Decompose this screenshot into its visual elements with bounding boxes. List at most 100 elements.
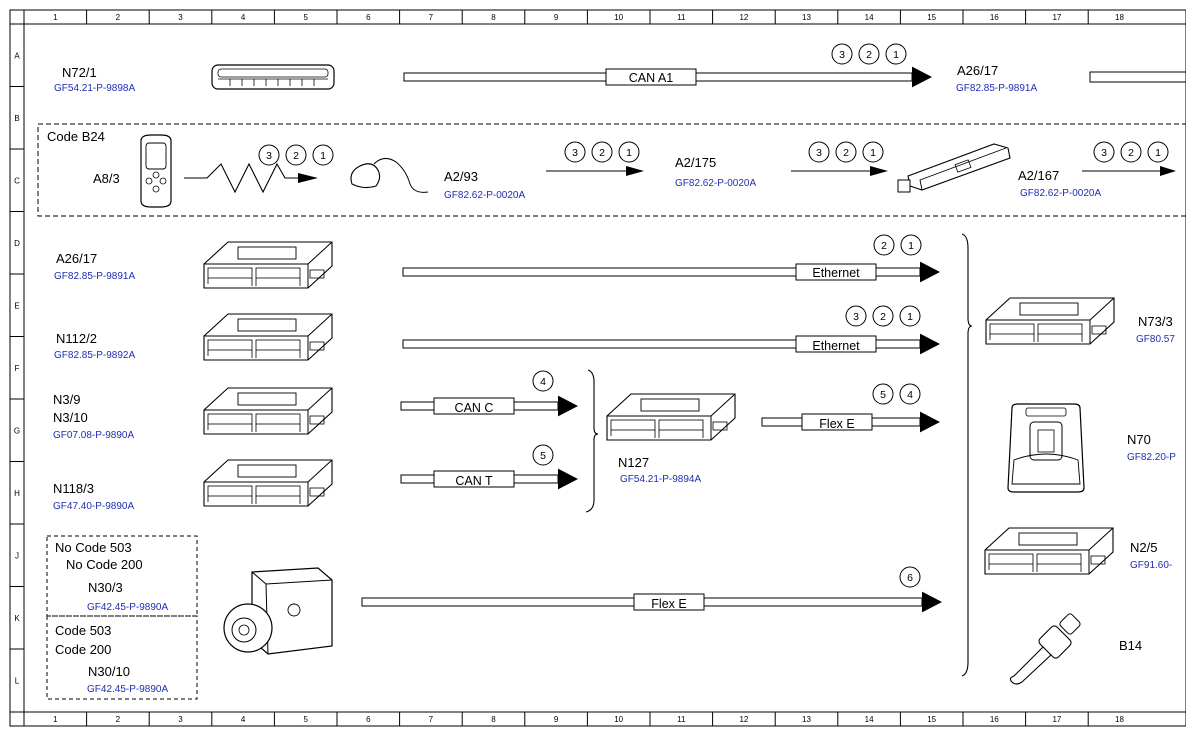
continuation-bus-line	[1089, 71, 1186, 83]
column-number: 16	[990, 715, 999, 724]
code-503-label: Code 503	[55, 623, 111, 638]
connection-circle	[532, 370, 554, 392]
column-number: 7	[429, 13, 434, 22]
column-number: 6	[366, 13, 371, 22]
connection-circle	[1093, 141, 1115, 163]
ethernet-e-label: Ethernet	[812, 339, 860, 353]
connection-circle	[885, 43, 907, 65]
connection-circle	[899, 383, 921, 405]
n70-code: N70	[1127, 432, 1151, 447]
a2-93-ref-link[interactable]: GF82.62-P-0020A	[444, 190, 525, 201]
n72-1-code: N72/1	[62, 65, 97, 80]
n3-10-code: N3/10	[53, 410, 88, 425]
column-number: 13	[802, 715, 811, 724]
connection-circle	[835, 141, 857, 163]
column-number: 11	[677, 715, 686, 724]
a2-167-ref-link[interactable]: GF82.62-P-0020A	[1020, 188, 1101, 199]
n2-5-ref-link[interactable]: GF91.60-	[1130, 560, 1172, 571]
connection-number: 4	[540, 376, 546, 388]
n118-3-ref-link[interactable]: GF47.40-P-9890A	[53, 501, 134, 512]
connection-number: 3	[1101, 147, 1107, 159]
connection-circle	[845, 305, 867, 327]
n73-3-ref-link[interactable]: GF80.57	[1136, 334, 1175, 345]
connection-circle	[899, 305, 921, 327]
n3-control-unit-icon	[203, 387, 333, 435]
connection-circle	[312, 144, 334, 166]
a26-17-code: A26/17	[56, 251, 97, 266]
row-letter: B	[14, 114, 19, 123]
connection-number: 1	[626, 147, 632, 159]
column-number: 10	[614, 13, 623, 22]
n127-ref-link[interactable]: GF54.21-P-9894A	[620, 474, 701, 485]
n73-3-code: N73/3	[1138, 314, 1173, 329]
connection-circle	[872, 383, 894, 405]
n112-2-ref-link[interactable]: GF82.85-P-9892A	[54, 350, 135, 361]
connection-circle	[1147, 141, 1169, 163]
row-letter: K	[14, 614, 20, 623]
code-200-label: Code 200	[55, 642, 111, 657]
code-b24-label: Code B24	[47, 129, 105, 144]
connection-circle	[564, 141, 586, 163]
b14-code: B14	[1119, 638, 1142, 653]
a26-17-control-unit-icon	[203, 241, 333, 289]
radio-signal-icon	[184, 162, 318, 194]
column-number: 4	[241, 13, 246, 22]
column-number: 3	[178, 13, 183, 22]
column-number: 18	[1115, 715, 1124, 724]
column-number: 5	[303, 13, 308, 22]
antenna-a2-167-icon	[897, 143, 1011, 193]
column-number: 2	[116, 13, 121, 22]
column-number: 9	[554, 715, 559, 724]
n72-1-ref-link[interactable]: GF54.21-P-9898A	[54, 83, 135, 94]
connection-number: 2	[293, 150, 299, 162]
column-number: 15	[927, 715, 936, 724]
column-number: 14	[865, 715, 874, 724]
row-letter: G	[14, 426, 20, 435]
a2-167-code: A2/167	[1018, 168, 1059, 183]
column-number: 10	[614, 715, 623, 724]
no-code-200-label: No Code 200	[66, 557, 143, 572]
connection-number: 3	[816, 147, 822, 159]
a2-175-ref-link[interactable]: GF82.62-P-0020A	[675, 178, 756, 189]
a2-93-code: A2/93	[444, 169, 478, 184]
column-number: 9	[554, 13, 559, 22]
n127-control-unit-icon	[606, 393, 736, 441]
connection-number: 1	[908, 240, 914, 252]
n30-10-ref-link[interactable]: GF42.45-P-9890A	[87, 684, 168, 695]
a26-17-top-ref-link[interactable]: GF82.85-P-9891A	[956, 83, 1037, 94]
connection-circle	[618, 141, 640, 163]
n3-ref-link[interactable]: GF07.08-P-9890A	[53, 430, 134, 441]
n70-ref-link[interactable]: GF82.20-P	[1127, 452, 1176, 463]
column-number: 4	[241, 715, 246, 724]
flex-e-bottom-bus-line: Flex E	[361, 591, 942, 613]
code-503-box	[46, 615, 198, 700]
b14-temperature-sensor-icon	[1009, 613, 1081, 685]
column-number: 1	[53, 13, 58, 22]
connection-number: 3	[853, 311, 859, 323]
a26-17-ref-link[interactable]: GF82.85-P-9891A	[54, 271, 135, 282]
connection-circle	[532, 444, 554, 466]
row-letter: F	[15, 364, 20, 373]
column-number: 8	[491, 13, 496, 22]
connection-number: 3	[572, 147, 578, 159]
antenna-a2-93-icon	[350, 158, 429, 193]
row-letter: H	[14, 489, 20, 498]
row-letter: C	[14, 176, 20, 185]
a26-17-top-code: A26/17	[957, 63, 998, 78]
column-number: 3	[178, 715, 183, 724]
connection-number: 3	[839, 49, 845, 61]
n30-3-ref-link[interactable]: GF42.45-P-9890A	[87, 602, 168, 613]
connection-circle	[258, 144, 280, 166]
connection-number: 1	[1155, 147, 1161, 159]
connection-number: 1	[907, 311, 913, 323]
connection-circle	[808, 141, 830, 163]
n73-3-control-unit-icon	[985, 297, 1115, 345]
